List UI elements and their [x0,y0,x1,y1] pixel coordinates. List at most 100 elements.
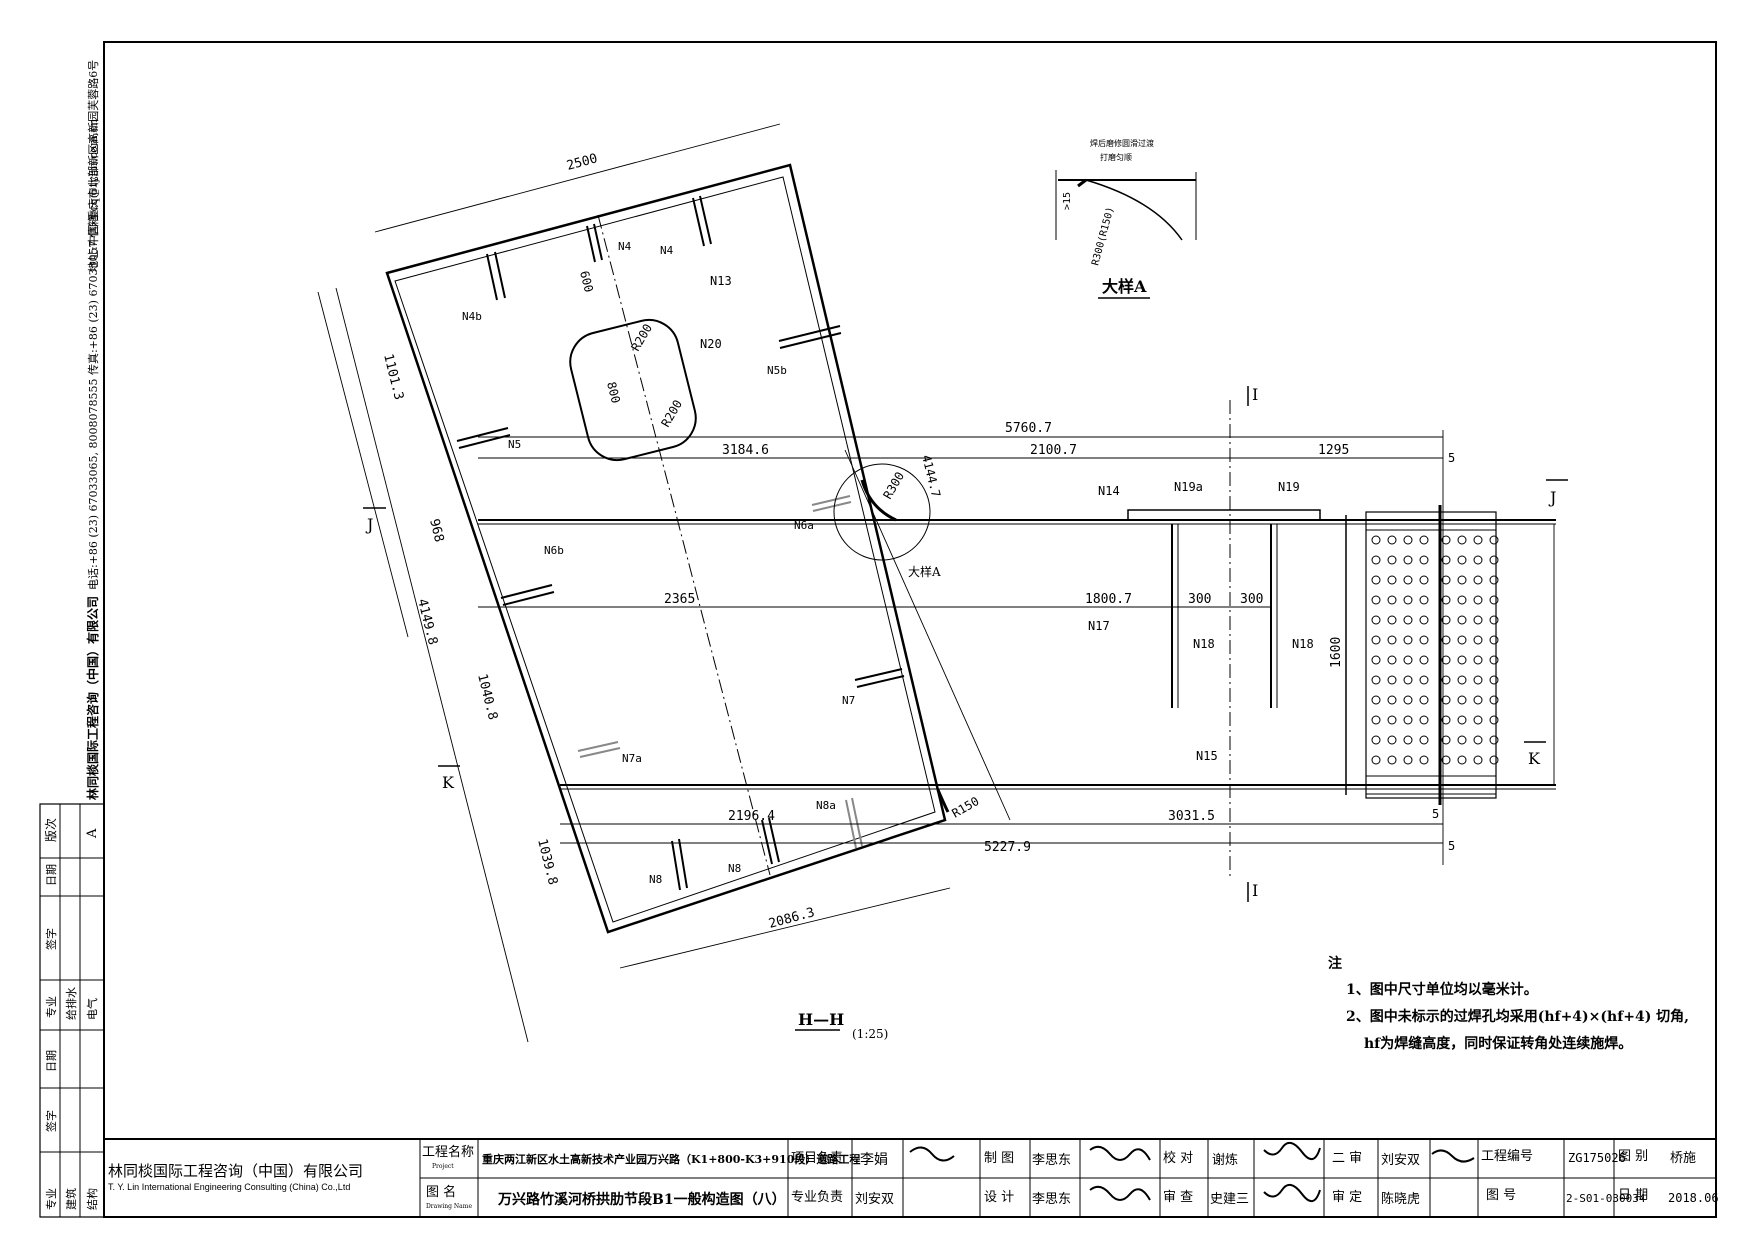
bolt-hole [1419,555,1429,565]
label-n6b: N6b [544,544,564,557]
notes: 注 1、图中尺寸单位均以毫米计。 2、图中未标示的过焊孔均采用(hf+4)×(h… [1328,955,1689,1052]
bolt-hole [1371,715,1381,725]
tb-draw-name: 李思东 [1032,1153,1071,1168]
dim-2365: 2365 [664,592,695,607]
bolt-hole [1371,575,1381,585]
bolt-hole [1473,735,1483,745]
tb-review-label: 二 审 [1332,1151,1362,1166]
bolt-holes [1371,535,1499,765]
tb-company-en: T. Y. Lin International Engineering Cons… [108,1182,350,1192]
bolt-hole [1403,655,1413,665]
bolt-hole [1457,595,1467,605]
mark-i-bot: I [1252,881,1258,900]
bolt-hole [1403,615,1413,625]
notes-line2: 2、图中未标示的过焊孔均采用(hf+4)×(hf+4) 切角, [1346,1008,1689,1025]
bolt-hole [1387,755,1397,765]
bolt-hole [1473,635,1483,645]
dim-5c: 5 [1448,839,1455,853]
detail-a-drawing [1055,170,1197,241]
bolt-hole [1403,675,1413,685]
bolt-hole [1371,555,1381,565]
signature-mark [1089,1185,1151,1201]
tb-check-name: 谢炼 [1212,1152,1238,1168]
bolt-hole [1419,615,1429,625]
bolt-hole [1441,695,1451,705]
bolt-grid [1365,505,1497,805]
bolt-hole [1387,635,1397,645]
tb-projno: ZG175026 [1568,1151,1626,1165]
side-trade-arch: 建筑 [64,1188,78,1210]
bolt-hole [1387,615,1397,625]
label-n8-left: N8 [649,873,662,886]
bolt-hole [1457,735,1467,745]
tb-drawing-name: 万兴路竹溪河桥拱肋节段B1一般构造图（八） [497,1191,786,1208]
bolt-hole [1473,695,1483,705]
bolt-hole [1387,695,1397,705]
tb-date: 2018.06 [1668,1191,1719,1205]
bolt-hole [1489,655,1499,665]
radius-r300: R300 [880,469,907,501]
tb-draw-label: 制 图 [984,1151,1014,1166]
stiffener-n8a [845,797,863,849]
bolt-hole [1489,675,1499,685]
bolt-hole [1489,535,1499,545]
bolt-hole [1387,655,1397,665]
dim-5227-9: 5227.9 [984,840,1031,855]
tb-approve-name: 陈晓虎 [1381,1191,1420,1207]
dim-800: 800 [604,380,623,404]
bolt-hole [1371,655,1381,665]
stiffener-n6a [811,495,852,512]
label-n15: N15 [1196,749,1218,763]
bolt-hole [1441,655,1451,665]
tb-spec-name: 刘安双 [855,1192,894,1207]
bolt-hole [1441,595,1451,605]
bolt-hole [1403,575,1413,585]
side-address: 地址:中国·重庆市北部新区高新园芙蓉路6号 [86,60,100,272]
side-col-date1: 日期 [45,864,58,886]
side-col-date2: 日期 [45,1050,58,1072]
bolt-hole [1489,595,1499,605]
bolt-hole [1457,615,1467,625]
label-n7a: N7a [622,752,642,765]
tb-exam-name: 史建三 [1210,1192,1249,1207]
bolt-hole [1441,535,1451,545]
bolt-hole [1387,555,1397,565]
bolt-hole [1403,755,1413,765]
bolt-hole [1403,695,1413,705]
tb-design-label: 设 计 [984,1190,1014,1205]
bolt-hole [1419,635,1429,645]
tb-exam-label: 审 查 [1163,1190,1193,1205]
radius-r200-b: R200 [658,397,685,429]
bolt-hole [1489,635,1499,645]
bolt-hole [1489,615,1499,625]
bolt-hole [1473,715,1483,725]
label-n4b: N4b [462,310,482,323]
tb-project-name: 重庆两江新区水土高新技术产业园万兴路（K1+800-K3+910段）道路工程 [482,1152,860,1166]
bolt-hole [1403,715,1413,725]
dim-1295: 1295 [1318,443,1349,458]
arch-rib-plate-outer [385,163,947,934]
bolt-hole [1419,675,1429,685]
mark-i-top: I [1252,385,1258,404]
bolt-hole [1441,675,1451,685]
detail-note-1: 焊后磨修圆滑过渡 [1090,138,1154,148]
dim-3031-5: 3031.5 [1168,809,1215,824]
bolt-hole [1489,695,1499,705]
signature-mark [1431,1149,1475,1163]
side-col-sign1: 签字 [44,928,58,950]
bolt-hole [1441,735,1451,745]
bolt-hole [1371,735,1381,745]
bolt-hole [1387,595,1397,605]
bolt-hole [1473,615,1483,625]
radius-r150: R150 [950,794,982,821]
dim-4149-8: 4149.8 [414,597,440,646]
signature-mark [1263,1183,1321,1202]
bolt-hole [1473,655,1483,665]
dim-1101-3: 1101.3 [380,352,406,401]
bolt-hole [1403,595,1413,605]
label-n17: N17 [1088,619,1110,633]
bolt-hole [1441,615,1451,625]
bolt-hole [1419,655,1429,665]
dim-5b: 5 [1432,807,1439,821]
notes-line3: hf为焊缝高度，同时保证转角处连续施焊。 [1364,1035,1632,1052]
